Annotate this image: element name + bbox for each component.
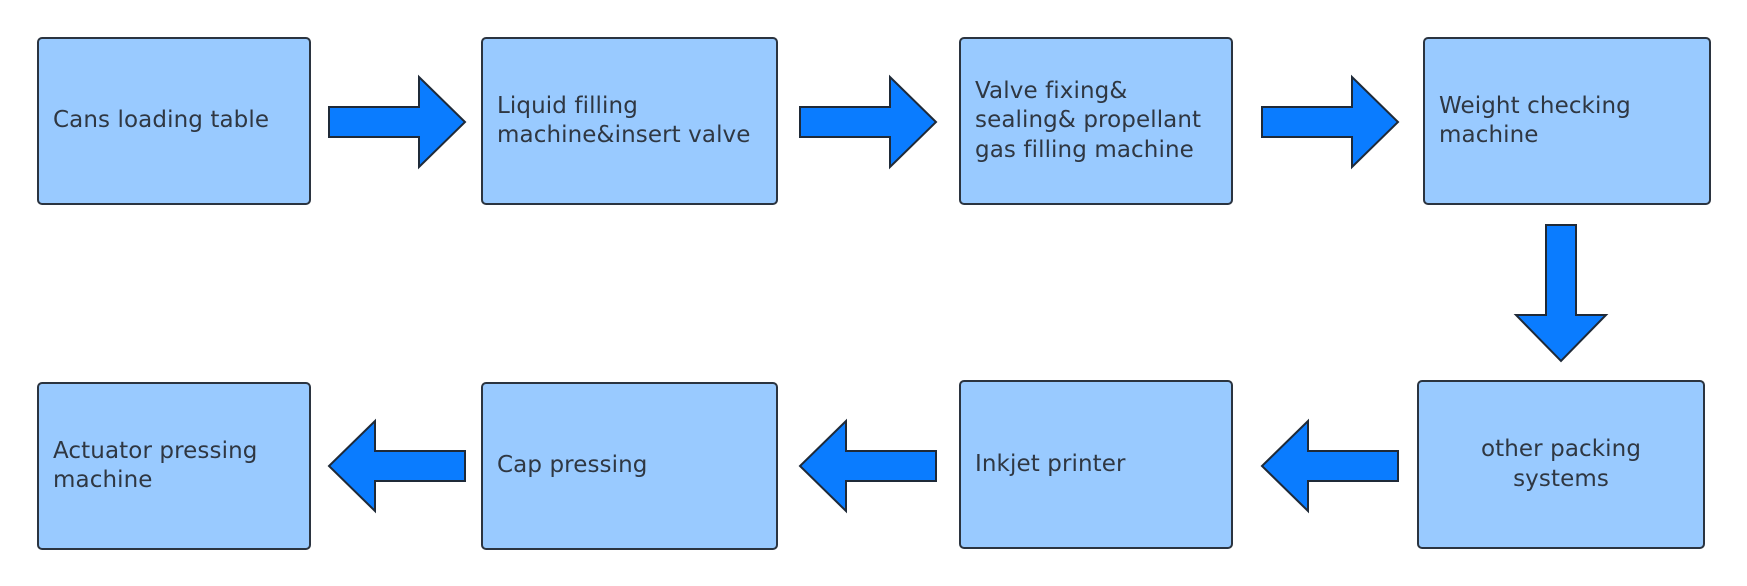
- step-label: Inkjet printer: [975, 450, 1126, 477]
- arrow-left-icon: [798, 418, 937, 514]
- step-label: Valve fixing& sealing& propellant gas fi…: [975, 77, 1202, 163]
- step-label: Cap pressing: [497, 452, 648, 479]
- arrow-right-icon: [1261, 74, 1400, 170]
- step-other-packing-systems: other packing systems: [1417, 380, 1705, 549]
- step-inkjet-printer: Inkjet printer: [959, 380, 1233, 549]
- step-liquid-filling-machine: Liquid filling machine&insert valve: [481, 37, 778, 205]
- step-valve-fixing-machine: Valve fixing& sealing& propellant gas fi…: [959, 37, 1233, 205]
- step-label: other packing systems: [1480, 436, 1642, 492]
- step-label: Actuator pressing machine: [53, 437, 258, 493]
- arrow-down-icon: [1513, 224, 1609, 363]
- arrow-right-icon: [328, 74, 467, 170]
- step-label: Liquid filling machine&insert valve: [497, 92, 751, 148]
- step-label: Weight checking machine: [1439, 92, 1631, 148]
- arrow-right-icon: [799, 74, 938, 170]
- step-actuator-pressing-machine: Actuator pressing machine: [37, 382, 311, 550]
- arrow-left-icon: [327, 418, 466, 514]
- step-cans-loading-table: Cans loading table: [37, 37, 311, 205]
- step-label: Cans loading table: [53, 107, 270, 134]
- step-cap-pressing: Cap pressing: [481, 382, 778, 550]
- arrow-left-icon: [1260, 418, 1399, 514]
- step-weight-checking-machine: Weight checking machine: [1423, 37, 1711, 205]
